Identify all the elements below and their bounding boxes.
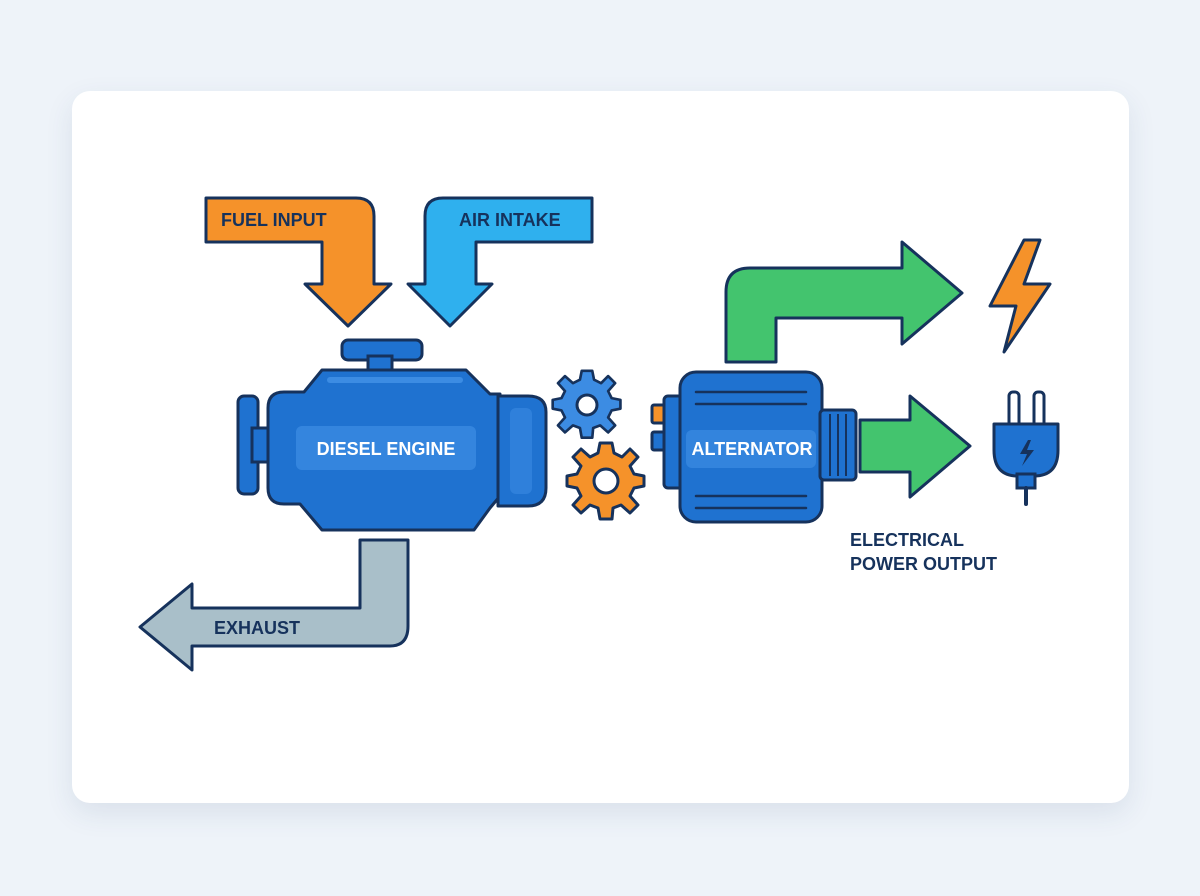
diesel-engine-label: DIESEL ENGINE bbox=[317, 439, 456, 459]
gear-icon bbox=[551, 369, 622, 440]
fuel-input-label: FUEL INPUT bbox=[221, 210, 327, 230]
alternator: ALTERNATOR bbox=[650, 370, 858, 524]
power-output-arrow-upper bbox=[724, 240, 964, 364]
electrical-output-label-line1: ELECTRICAL bbox=[850, 530, 964, 550]
air-intake-label: AIR INTAKE bbox=[459, 210, 561, 230]
lightning-bolt-icon bbox=[988, 238, 1052, 354]
gear-icon bbox=[565, 441, 646, 521]
fuel-input-arrow: FUEL INPUT bbox=[204, 196, 393, 328]
exhaust-label: EXHAUST bbox=[214, 618, 300, 638]
power-plug-icon bbox=[992, 390, 1060, 506]
alternator-label: ALTERNATOR bbox=[692, 439, 813, 459]
diesel-engine: DIESEL ENGINE bbox=[236, 338, 548, 532]
electrical-output-label-line2: POWER OUTPUT bbox=[850, 554, 997, 574]
air-intake-arrow: AIR INTAKE bbox=[406, 196, 594, 328]
exhaust-arrow: EXHAUST bbox=[138, 538, 410, 672]
power-output-arrow-lower bbox=[858, 394, 972, 499]
